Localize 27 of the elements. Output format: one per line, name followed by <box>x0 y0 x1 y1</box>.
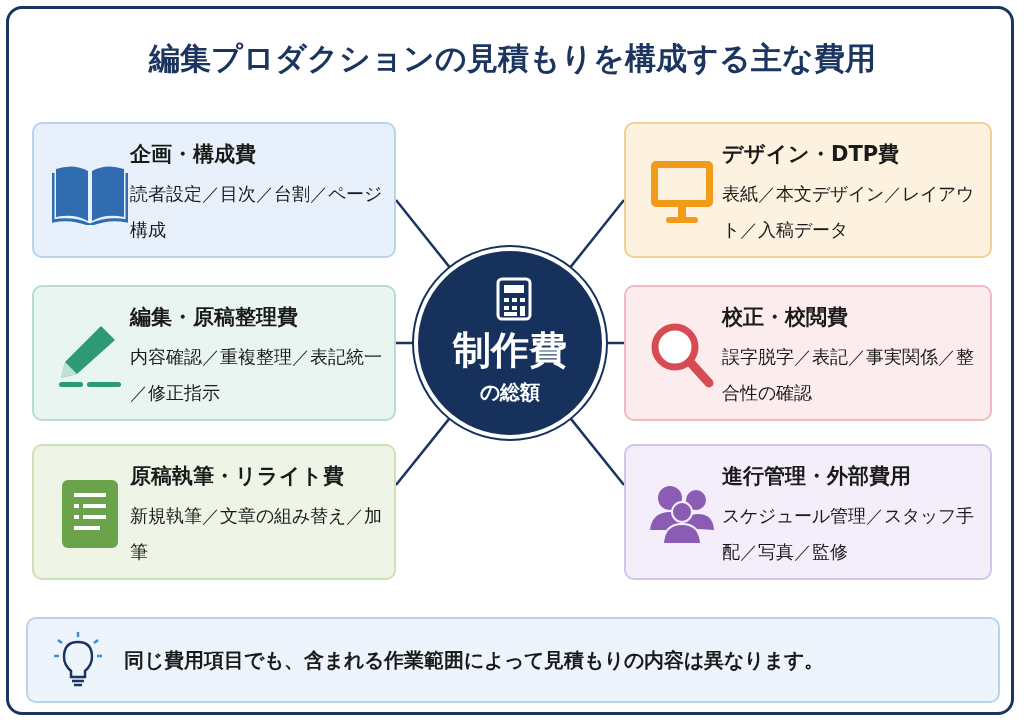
card-heading: 校正・校閲費 <box>722 304 848 331</box>
connector-line <box>395 417 451 486</box>
note-text: 同じ費用項目でも、含まれる作業範囲によって見積もりの内容は異なります。 <box>124 647 824 674</box>
card-heading: 編集・原稿整理費 <box>130 304 298 331</box>
hub-subtitle: の総額 <box>479 379 541 406</box>
cost-card <box>32 122 396 258</box>
cost-card <box>32 444 396 580</box>
card-description: 表紙／本文デザイン／レイアウト／入稿データ <box>722 183 975 242</box>
cost-card <box>624 285 992 421</box>
hub-title: 制作費 <box>451 327 568 374</box>
title: 編集プロダクションの見積もりを構成する主な費用 <box>147 39 877 78</box>
card-heading: 企画・構成費 <box>130 141 256 168</box>
card-description: 読者設定／目次／台割／ページ構成 <box>130 183 383 242</box>
connector-line <box>569 417 625 486</box>
card-heading: 進行管理・外部費用 <box>722 463 911 490</box>
card-description: スケジュール管理／スタッフ手配／写真／監修 <box>722 505 975 564</box>
cost-card <box>624 444 992 580</box>
connector-line <box>395 199 451 268</box>
card-description: 新規執筆／文章の組み替え／加筆 <box>130 505 383 564</box>
card-heading: デザイン・DTP費 <box>722 141 900 168</box>
connector-line <box>569 199 625 268</box>
card-heading: 原稿執筆・リライト費 <box>130 463 344 490</box>
cost-card <box>32 285 396 421</box>
note-box <box>26 617 1000 703</box>
card-description: 内容確認／重複整理／表記統一／修正指示 <box>130 346 383 405</box>
cost-card <box>624 122 992 258</box>
card-description: 誤字脱字／表記／事実関係／整合性の確認 <box>722 346 975 405</box>
